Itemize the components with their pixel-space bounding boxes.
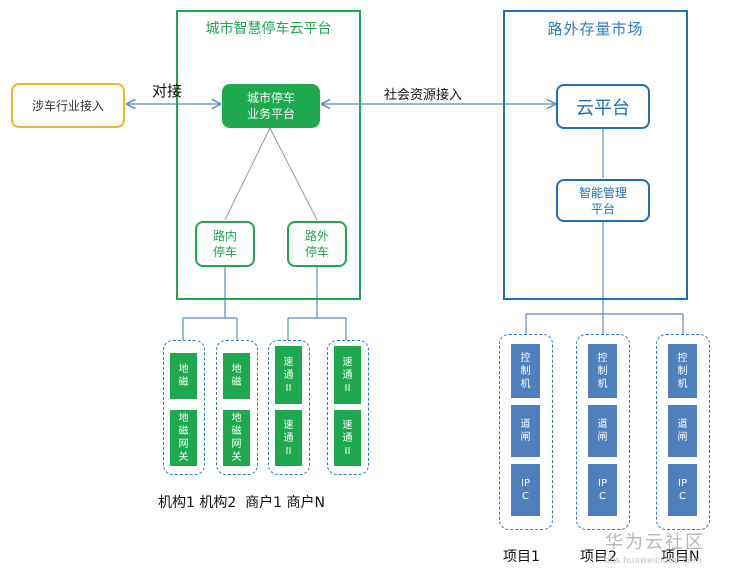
project-cell: 道闸 xyxy=(668,405,697,457)
watermark-url: bbs.huaweicloud.com xyxy=(604,556,702,566)
project-group xyxy=(656,334,710,530)
off-road-parking-node: 路外 停车 xyxy=(287,221,347,267)
device-cell: 速通II xyxy=(275,346,302,404)
device-group xyxy=(268,340,310,475)
project-group xyxy=(499,334,553,530)
vehicle-industry-access-node: 涉车行业接入 xyxy=(11,83,125,128)
city-cloud-platform-frame xyxy=(176,10,361,300)
device-cell: 地磁网关 xyxy=(170,410,197,466)
project-group xyxy=(576,334,630,530)
project-cell: 道闸 xyxy=(588,405,617,457)
social-resource-label: 社会资源接入 xyxy=(384,88,463,103)
smart-management-node: 智能管理 平台 xyxy=(556,179,650,222)
project-cell: 道闸 xyxy=(511,405,540,457)
city-cloud-platform-title: 城市智慧停车云平台 xyxy=(205,21,332,37)
project-cell: 控制机 xyxy=(511,344,540,398)
cloud-platform-label: 云平台 xyxy=(576,97,630,119)
device-cell: 速通II xyxy=(334,410,361,466)
project-label-2: 项目2 xyxy=(580,549,617,565)
watermark: 华为云社区 xyxy=(605,532,705,553)
device-cell: 地磁网关 xyxy=(223,410,250,466)
vehicle-industry-access-label: 涉车行业接入 xyxy=(31,99,104,113)
project-label-1: 项目1 xyxy=(503,549,540,565)
device-cell: 速通II xyxy=(275,410,302,466)
project-label-n: 项目N xyxy=(661,549,700,565)
device-group xyxy=(327,340,369,475)
project-cell: IPC xyxy=(511,464,540,516)
device-group xyxy=(163,340,205,475)
link-business-onroad xyxy=(224,127,271,221)
project-cell: IPC xyxy=(588,464,617,516)
project-cell: 控制机 xyxy=(668,344,697,398)
project-cell: 控制机 xyxy=(588,344,617,398)
project-cell: IPC xyxy=(668,464,697,516)
dock-label: 对接 xyxy=(152,82,183,100)
device-cell: 地磁 xyxy=(170,353,197,399)
off-road-market-frame xyxy=(503,10,688,300)
link-business-offroad xyxy=(269,127,318,221)
city-parking-business-node: 城市停车 业务平台 xyxy=(222,84,320,128)
green-group-labels: 机构1 机构2 商户1 商户N xyxy=(158,495,325,511)
off-road-market-title: 路外存量市场 xyxy=(547,20,644,38)
device-cell: 速通II xyxy=(334,346,361,404)
on-road-parking-node: 路内 停车 xyxy=(195,221,255,267)
cloud-platform-node: 云平台 xyxy=(556,84,650,129)
device-group xyxy=(216,340,258,475)
device-cell: 地磁 xyxy=(223,353,250,399)
